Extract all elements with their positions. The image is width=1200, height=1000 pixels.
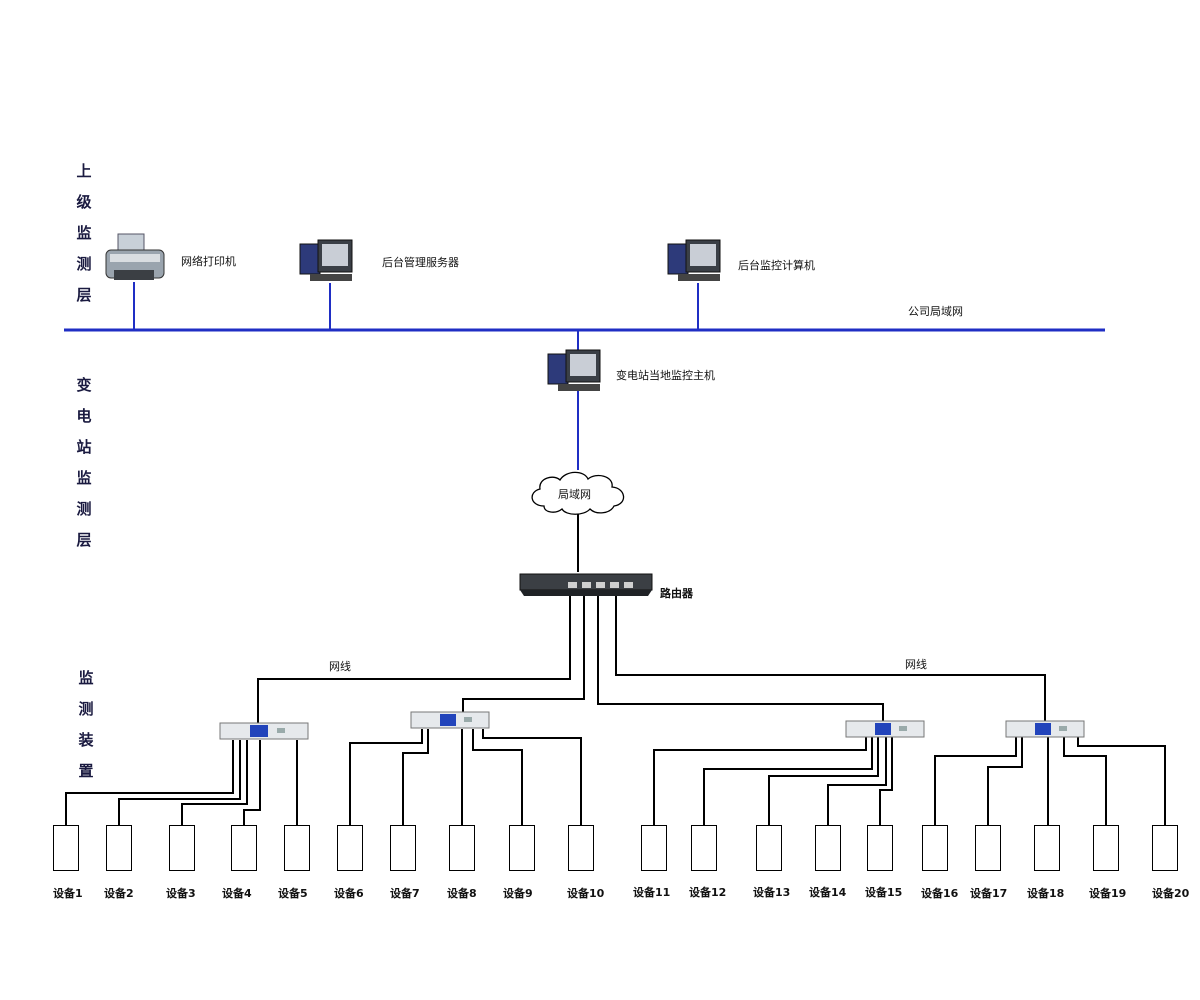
- wire-device-19: [1063, 737, 1107, 825]
- switch-2-icon: [410, 711, 490, 729]
- cable-label-left: 网线: [329, 660, 351, 673]
- wire-device-1: [65, 740, 234, 825]
- router-to-switch-3: [597, 596, 884, 722]
- local-host-label: 变电站当地监控主机: [616, 369, 715, 382]
- wire-device-2: [118, 740, 241, 825]
- device-6-label: 设备6: [334, 887, 364, 900]
- switch-4-icon: [1005, 720, 1085, 738]
- device-15-label: 设备15: [865, 886, 903, 899]
- layer-label-substation: 变电站监测层: [76, 376, 92, 549]
- wire-device-9: [472, 729, 523, 825]
- device-19-box: [1093, 825, 1119, 871]
- device-10-label: 设备10: [567, 887, 605, 900]
- wire-device-7: [402, 729, 429, 825]
- device-13-box: [756, 825, 782, 871]
- device-9-box: [509, 825, 535, 871]
- device-10-box: [568, 825, 594, 871]
- wire-device-16: [934, 737, 1017, 825]
- device-4-box: [231, 825, 257, 871]
- router-to-switch-2: [462, 596, 585, 716]
- printer-icon: [105, 233, 165, 280]
- device-12-box: [691, 825, 717, 871]
- device-17-box: [975, 825, 1001, 871]
- device-16-box: [922, 825, 948, 871]
- device-13-label: 设备13: [753, 886, 791, 899]
- device-18-box: [1034, 825, 1060, 871]
- device-5-box: [284, 825, 310, 871]
- wire-device-11: [653, 737, 867, 825]
- device-6-box: [337, 825, 363, 871]
- device-3-box: [169, 825, 195, 871]
- device-18-label: 设备18: [1027, 887, 1065, 900]
- lan-cloud-icon: [531, 471, 625, 515]
- device-12-label: 设备12: [689, 886, 727, 899]
- wire-device-12: [703, 737, 873, 825]
- device-14-box: [815, 825, 841, 871]
- router-label: 路由器: [660, 587, 693, 600]
- device-2-box: [106, 825, 132, 871]
- server-label: 后台管理服务器: [382, 256, 459, 269]
- cable-label-right: 网线: [905, 658, 927, 671]
- switch-3-icon: [845, 720, 925, 738]
- device-11-label: 设备11: [633, 886, 671, 899]
- router-icon: [519, 573, 653, 596]
- device-8-box: [449, 825, 475, 871]
- device-1-label: 设备1: [53, 887, 83, 900]
- lan-cloud-label: 局域网: [558, 488, 591, 501]
- device-2-label: 设备2: [104, 887, 134, 900]
- device-5-label: 设备5: [278, 887, 308, 900]
- printer-label: 网络打印机: [181, 255, 236, 268]
- device-8-label: 设备8: [447, 887, 477, 900]
- monitor-computer-icon: [667, 239, 721, 281]
- device-1-box: [53, 825, 79, 871]
- wire-device-4: [243, 740, 261, 825]
- router-to-switch-4: [615, 596, 1046, 722]
- wire-device-3: [181, 740, 248, 825]
- layer-label-monitor: 监测装置: [78, 669, 94, 780]
- wire-device-6: [349, 729, 423, 825]
- server-computer-icon: [299, 239, 353, 281]
- monitor-computer-label: 后台监控计算机: [738, 259, 815, 272]
- local-host-computer-icon: [547, 349, 601, 391]
- device-16-label: 设备16: [921, 887, 959, 900]
- device-7-label: 设备7: [390, 887, 420, 900]
- wire-device-15: [879, 737, 893, 825]
- device-17-label: 设备17: [970, 887, 1008, 900]
- company-lan-label: 公司局域网: [908, 305, 963, 318]
- switch-1-icon: [219, 722, 309, 740]
- layer-label-upper: 上级监测层: [76, 162, 92, 304]
- device-4-label: 设备4: [222, 887, 252, 900]
- device-20-box: [1152, 825, 1178, 871]
- device-19-label: 设备19: [1089, 887, 1127, 900]
- device-14-label: 设备14: [809, 886, 847, 899]
- device-11-box: [641, 825, 667, 871]
- device-9-label: 设备9: [503, 887, 533, 900]
- device-15-box: [867, 825, 893, 871]
- router-to-switch-1: [257, 596, 571, 724]
- wire-device-20: [1077, 737, 1166, 825]
- device-3-label: 设备3: [166, 887, 196, 900]
- wire-device-10: [482, 729, 582, 825]
- device-7-box: [390, 825, 416, 871]
- device-20-label: 设备20: [1152, 887, 1190, 900]
- wire-device-14: [827, 737, 887, 825]
- wire-device-17: [987, 737, 1023, 825]
- wire-device-13: [768, 737, 879, 825]
